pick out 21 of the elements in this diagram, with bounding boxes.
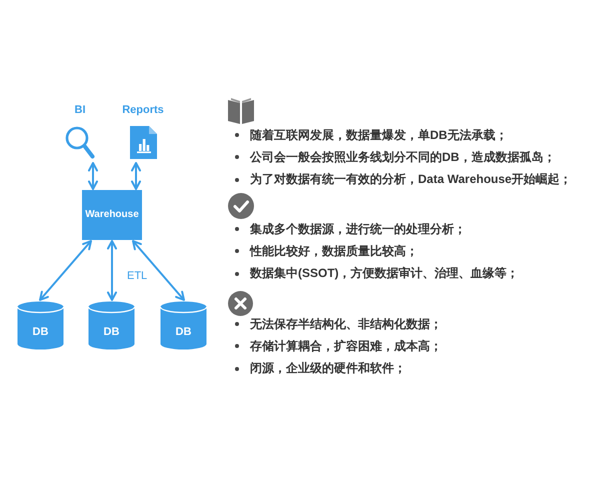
bullet-text: 公司会一般会按照业务线划分不同的DB，造成数据孤岛； (250, 148, 556, 166)
node-label: Reports (122, 104, 164, 117)
bullet-text: 集成多个数据源，进行统一的处理分析； (250, 220, 466, 238)
node-label: BI (74, 104, 86, 117)
double-arrow (39, 240, 92, 301)
bullet-text: 存储计算耦合，扩容困难，成本高； (250, 338, 442, 355)
double-arrow (132, 240, 185, 301)
bullet-text: 闭源，企业级的硬件和软件； (250, 360, 406, 378)
node-label: DB (32, 325, 48, 339)
double-arrow (107, 240, 117, 301)
bullet-text: 性能比较好，数据质量比较高； (250, 242, 418, 260)
double-arrow (88, 162, 98, 190)
process-box (82, 190, 142, 240)
double-arrow (131, 162, 141, 190)
bullet-text: 随着互联网发展，数据量爆发，单DB无法承载； (250, 126, 508, 144)
bullet-text: 为了对数据有统一有效的分析，Data Warehouse开始崛起； (250, 171, 572, 188)
node-label: DB (176, 325, 192, 339)
bullet-text: 数据集中(SSOT)，方便数据审计、治理、血缘等； (250, 265, 519, 282)
bullet-text: 无法保存半结构化、非结构化数据； (250, 316, 442, 332)
node-label: DB (104, 325, 120, 339)
node-label: Warehouse (85, 209, 139, 221)
